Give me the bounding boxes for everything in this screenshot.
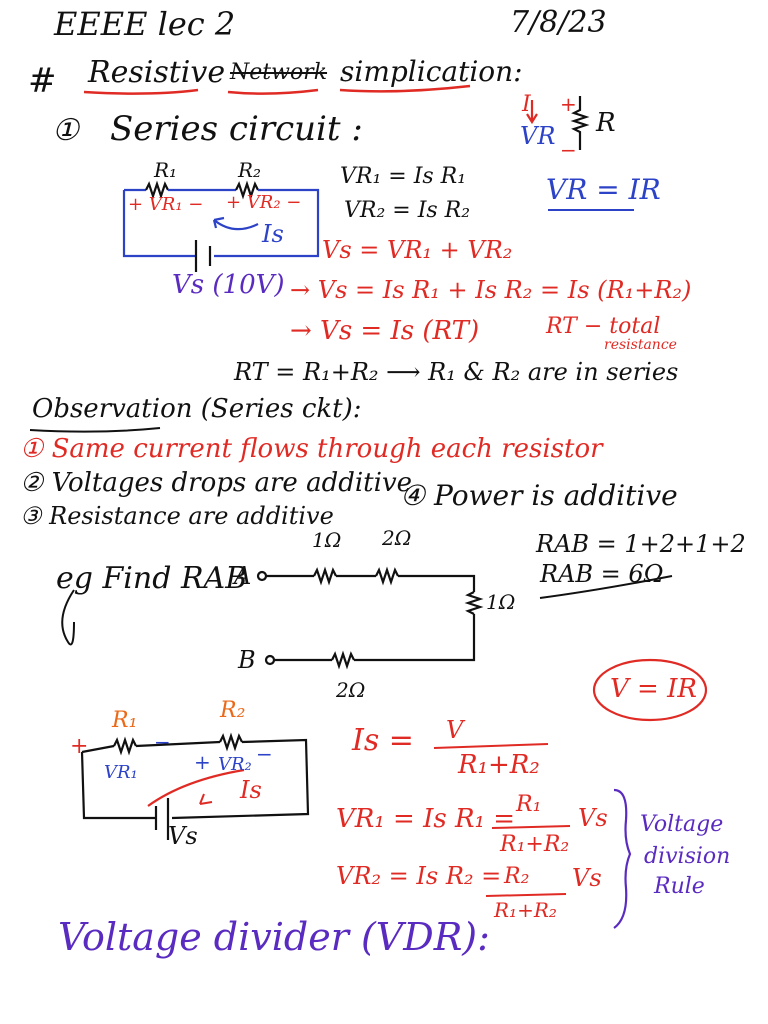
example-network bbox=[256, 566, 484, 670]
vr2-eq-den: R₁+R₂ bbox=[494, 898, 557, 922]
note-date: 7/8/23 bbox=[510, 5, 607, 40]
rule-line-3: Rule bbox=[654, 874, 705, 899]
vr1-eq-lhs: VR₁ = Is R₁ = bbox=[336, 804, 516, 834]
eq-vr1: VR₁ = Is R₁ bbox=[340, 164, 467, 189]
vdr-vr1-label: VR₁ bbox=[104, 762, 138, 783]
rt-note: RT − total bbox=[546, 314, 661, 339]
topic-word-simplication: simplication: bbox=[340, 55, 523, 88]
section-number-1: ① bbox=[52, 113, 79, 148]
course-title: EEEE lec 2 bbox=[54, 5, 236, 43]
series-r1-label: R₁ bbox=[154, 158, 178, 182]
rule-line-2: division bbox=[644, 844, 731, 869]
vr2-eq-tail: Vs bbox=[572, 864, 602, 892]
vr2-eq-num: R₂ bbox=[504, 864, 530, 889]
vdr-vr2-label: VR₂ bbox=[218, 754, 252, 775]
example-r-top-1: 1Ω bbox=[312, 528, 342, 552]
vr1-eq-num: R₁ bbox=[516, 792, 542, 817]
example-r-right: 1Ω bbox=[486, 590, 516, 614]
series-r2-label: R₂ bbox=[238, 158, 262, 182]
brace bbox=[613, 788, 632, 929]
vr1-eq-den: R₁+R₂ bbox=[500, 832, 570, 857]
ohm-law: VR = IR bbox=[546, 173, 661, 206]
vdr-plus-1: + bbox=[70, 734, 89, 759]
example-node-a: A bbox=[234, 562, 252, 590]
rt-sum: RT = R₁+R₂ ⟶ R₁ & R₂ are in series bbox=[234, 358, 679, 386]
example-answer-1: RAB = 1+2+1+2 bbox=[536, 530, 746, 558]
ohm-i-label: I bbox=[522, 92, 531, 117]
current-arrow-1 bbox=[213, 219, 259, 231]
is-eq-lhs: Is = bbox=[352, 723, 414, 758]
is-eq-den: R₁+R₂ bbox=[458, 750, 540, 780]
example-r-top-2: 2Ω bbox=[382, 526, 412, 550]
vdr-minus-2: − bbox=[256, 742, 273, 766]
vr1-eq-tail: Vs bbox=[578, 804, 608, 832]
vr2-eq-lhs: VR₂ = Is R₂ = bbox=[336, 862, 502, 890]
ohm-minus: − bbox=[560, 138, 577, 162]
vdr-heading: Voltage divider (VDR): bbox=[58, 915, 490, 959]
vdr-is-label: Is bbox=[240, 776, 262, 804]
observation-item-4: ④ Power is additive bbox=[400, 479, 678, 512]
example-r-bottom: 2Ω bbox=[336, 678, 366, 702]
observation-title: Observation (Series ckt): bbox=[32, 394, 362, 424]
observation-item-2: ② Voltages drops are additive bbox=[20, 468, 413, 498]
eq-vs-rt: → Vs = Is (RT) bbox=[290, 316, 480, 346]
vdr-vs-label: Vs bbox=[168, 822, 198, 850]
vdr-r1-label: R₁ bbox=[112, 708, 138, 733]
topic-hash: # bbox=[28, 61, 57, 101]
eq-vs-sum: Vs = VR₁ + VR₂ bbox=[322, 236, 513, 264]
ohm-r-label: R bbox=[596, 108, 616, 138]
eq-vs-expand: → Vs = Is R₁ + Is R₂ = Is (R₁+R₂) bbox=[290, 276, 692, 304]
is-eq-num: V bbox=[446, 716, 464, 744]
series-title: Series circuit : bbox=[110, 109, 363, 149]
ohm-vr-label: VR bbox=[520, 122, 556, 150]
vdr-r2-label: R₂ bbox=[220, 698, 246, 723]
example-prompt: eg Find RAB bbox=[56, 561, 248, 596]
topic-word-network: Network bbox=[230, 60, 328, 85]
series-is-label: Is bbox=[262, 220, 284, 248]
vdr-minus-1: − bbox=[154, 730, 171, 754]
series-vr1-label: + VR₁ − bbox=[128, 194, 204, 215]
example-answer-2: RAB = 6Ω bbox=[540, 560, 664, 588]
series-vr2-label: + VR₂ − bbox=[226, 192, 302, 213]
series-vs-label: Vs (10V) bbox=[172, 270, 285, 300]
rule-line-1: Voltage bbox=[640, 812, 724, 837]
rt-note-2: resistance bbox=[604, 337, 677, 353]
ohm-plus: + bbox=[560, 92, 577, 116]
observation-item-1: ① Same current flows through each resist… bbox=[20, 434, 603, 464]
ohm-circled-text: V = IR bbox=[610, 674, 697, 704]
vdr-plus-2: + bbox=[194, 750, 211, 774]
eq-vr2: VR₂ = Is R₂ bbox=[344, 198, 471, 223]
topic-word-resistive: Resistive bbox=[88, 55, 226, 90]
observation-item-3: ③ Resistance are additive bbox=[20, 502, 334, 530]
example-node-b: B bbox=[238, 646, 256, 674]
